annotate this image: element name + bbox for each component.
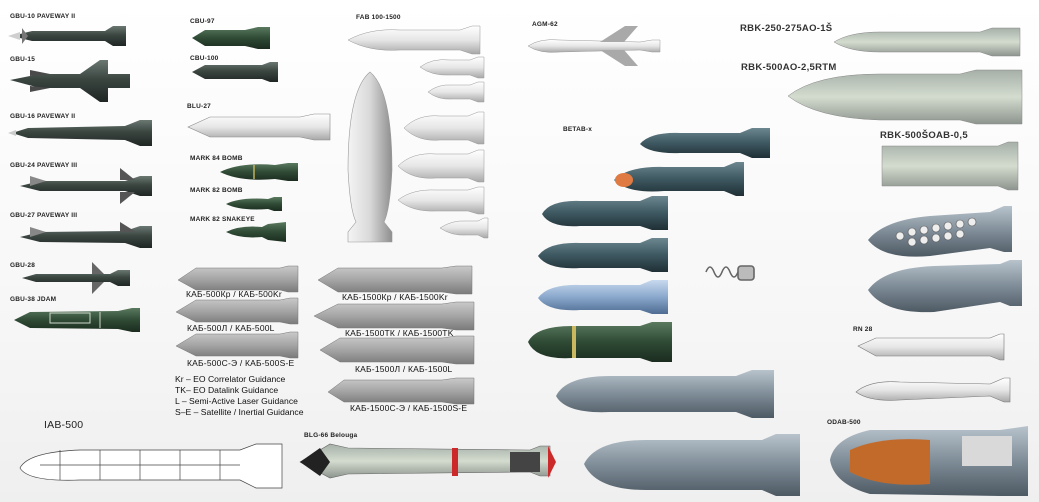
betab-illustrations bbox=[528, 128, 770, 362]
label-kab-500kr: КАБ-500Кр / КАБ-500Kr bbox=[186, 289, 282, 299]
label-iab-500: IAB-500 bbox=[44, 419, 84, 431]
label-blg-66: BLG-66 Belouga bbox=[304, 432, 358, 439]
label-gbu-27: GBU-27 PAVEWAY III bbox=[10, 212, 78, 219]
label-kab-1500tk: КАБ-1500ТК / КАБ-1500TK bbox=[345, 328, 454, 338]
gbu-38-illustration bbox=[14, 308, 140, 332]
cbu-100-illustration bbox=[192, 62, 278, 82]
label-fab: FAB 100-1500 bbox=[356, 14, 401, 21]
kab-500-illustrations bbox=[175, 265, 299, 359]
label-gbu-10: GBU-10 PAVEWAY II bbox=[10, 13, 76, 20]
label-rn-28: RN 28 bbox=[853, 326, 873, 333]
legend-item: TK– EO Datalink Guidance bbox=[175, 385, 279, 395]
kab-1500-illustrations bbox=[313, 265, 475, 405]
label-kab-1500s: КАБ-1500С-Э / КАБ-1500S-E bbox=[350, 403, 468, 413]
label-cbu-100: CBU-100 bbox=[190, 55, 219, 62]
label-mark-84: MARK 84 BOMB bbox=[190, 155, 243, 162]
label-gbu-28: GBU-28 bbox=[10, 262, 36, 269]
label-mark-82: MARK 82 BOMB bbox=[190, 187, 243, 194]
fab-series-illustration bbox=[347, 25, 489, 243]
label-kab-500l: КАБ-500Л / КАБ-500L bbox=[187, 323, 275, 333]
gbu-28-illustration bbox=[22, 262, 130, 294]
label-betab: BETAB-x bbox=[563, 126, 593, 133]
rn-28-illustration bbox=[855, 333, 1011, 403]
steel-bombs-illustrations bbox=[556, 370, 800, 496]
label-mark-82-snakeye: MARK 82 SNAKEYE bbox=[190, 216, 255, 223]
label-gbu-15: GBU-15 bbox=[10, 56, 36, 63]
gbu-27-illustration bbox=[20, 222, 152, 248]
blg-66-illustration bbox=[299, 443, 556, 479]
iab-500-illustration bbox=[19, 443, 283, 489]
label-rbk-250: RBK-250-275AO-1Š bbox=[740, 23, 833, 34]
label-rbk-500soab: RBK-500ŠOAB-0,5 bbox=[880, 130, 968, 141]
gbu-15-illustration bbox=[10, 60, 130, 102]
gbu-16-illustration bbox=[8, 120, 152, 146]
label-agm-62: AGM-62 bbox=[532, 21, 558, 28]
label-cbu-97: CBU-97 bbox=[190, 18, 215, 25]
mark-82-snakeye-illustration bbox=[226, 222, 286, 242]
label-kab-500s: КАБ-500С-Э / КАБ-500S-E bbox=[187, 358, 295, 368]
label-gbu-38: GBU-38 JDAM bbox=[10, 296, 57, 303]
label-rbk-500ao: RBK-500AO-2,5RTM bbox=[741, 62, 837, 73]
rbk-illustrations bbox=[787, 27, 1023, 313]
fuze-spring-illustration bbox=[705, 265, 755, 281]
cbu-97-illustration bbox=[192, 27, 270, 49]
blu-27-illustration bbox=[187, 113, 331, 141]
odab-500-illustration bbox=[830, 426, 1028, 496]
agm-62-illustration bbox=[527, 26, 661, 66]
mark-82-illustration bbox=[226, 197, 282, 211]
guidance-legend: Kr – EO Correlator Guidance TK– EO Datal… bbox=[175, 374, 304, 418]
mark-84-illustration bbox=[220, 163, 298, 181]
gbu-10-illustration bbox=[8, 26, 126, 46]
label-gbu-16: GBU-16 PAVEWAY II bbox=[10, 113, 76, 120]
gbu-24-illustration bbox=[20, 168, 152, 204]
label-kab-1500kr: КАБ-1500Кр / КАБ-1500Kr bbox=[342, 292, 448, 302]
legend-item: Kr – EO Correlator Guidance bbox=[175, 374, 286, 384]
legend-item: S–E – Satellite / Inertial Guidance bbox=[175, 407, 304, 417]
label-kab-1500l: КАБ-1500Л / КАБ-1500L bbox=[355, 364, 453, 374]
label-odab-500: ODAB-500 bbox=[827, 419, 861, 426]
legend-item: L – Semi-Active Laser Guidance bbox=[175, 396, 298, 406]
label-blu-27: BLU-27 bbox=[187, 103, 211, 110]
label-gbu-24: GBU-24 PAVEWAY III bbox=[10, 162, 78, 169]
